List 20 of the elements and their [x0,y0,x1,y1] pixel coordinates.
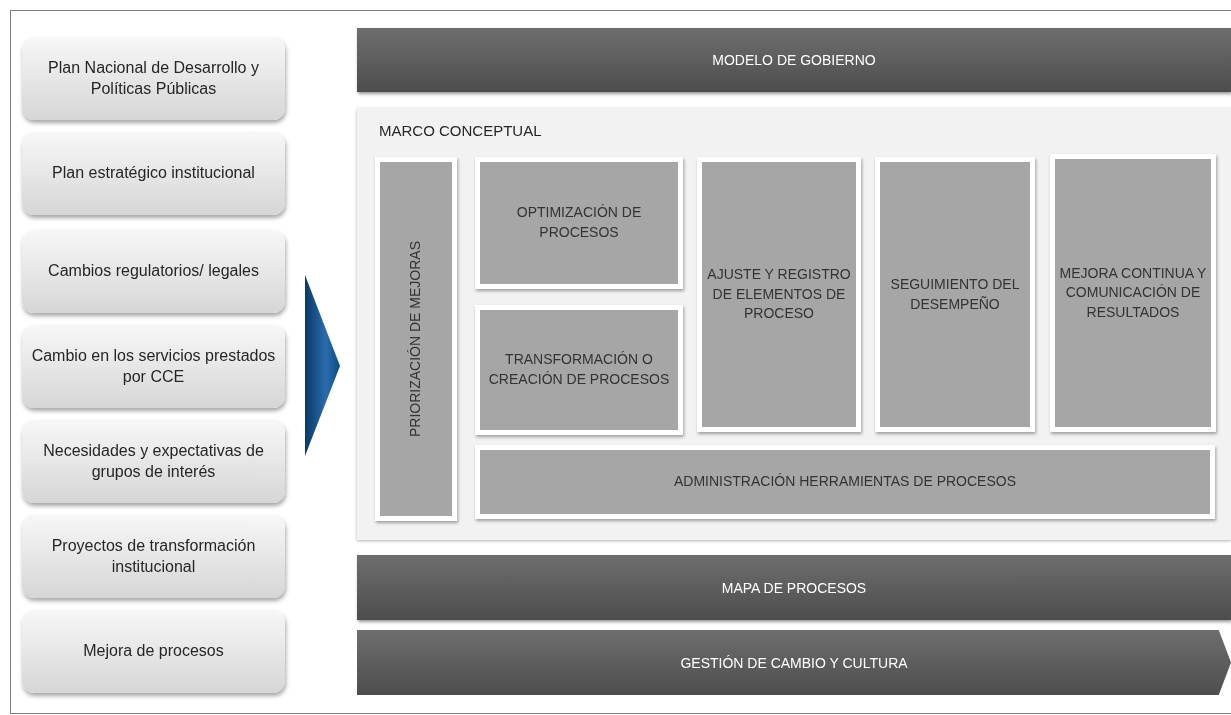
input-box: Mejora de procesos [22,610,285,693]
footer-band: MAPA DE PROCESOS [357,555,1231,620]
input-box: Proyectos de transformación institucional [22,515,285,598]
input-box: Plan Nacional de Desarrollo y Políticas Públicas [22,37,285,120]
panel-title: MARCO CONCEPTUAL [379,122,542,139]
process-box: MEJORA CONTINUA Y COMUNICACIÓN DE RESULTADOS [1050,154,1216,432]
input-box: Cambios regulatorios/ legales [22,230,285,313]
framework-panel [357,108,1231,540]
header-band: MODELO DE GOBIERNO [357,28,1231,92]
process-box: AJUSTE Y REGISTRO DE ELEMENTOS DE PROCESO [697,157,861,432]
arrow-band: GESTIÓN DE CAMBIO Y CULTURA [357,630,1231,695]
input-box: Necesidades y expectativas de grupos de interés [22,420,285,503]
input-box: Plan estratégico institucional [22,132,285,215]
vertical-label: PRIORIZACIÓN DE MEJORAS [406,241,425,437]
vertical-box [375,157,457,521]
input-box: Cambio en los servicios prestados por CCE [22,325,285,408]
process-box: OPTIMIZACIÓN DE PROCESOS [475,157,683,289]
process-box: TRANSFORMACIÓN O CREACIÓN DE PROCESOS [475,305,683,435]
process-box: ADMINISTRACIÓN HERRAMIENTAS DE PROCESOS [475,445,1215,519]
process-box: SEGUIMIENTO DEL DESEMPEÑO [875,157,1035,432]
